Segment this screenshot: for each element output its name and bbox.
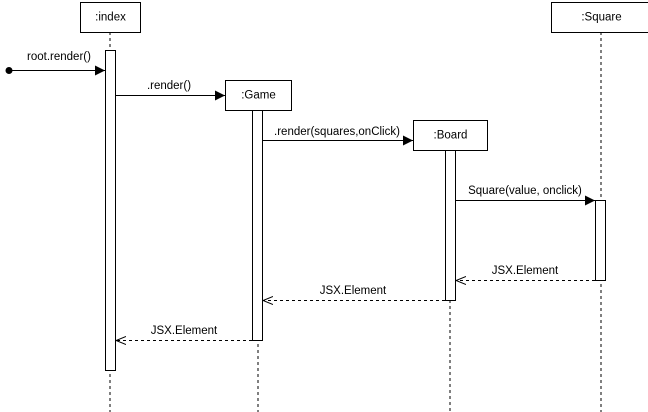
return-board-label: JSX.Element xyxy=(320,285,387,297)
participant-board: :Board xyxy=(413,120,488,151)
message-root-render: root.render() xyxy=(5,51,105,76)
participant-game-label: :Game xyxy=(241,90,276,102)
participant-board-box xyxy=(413,120,488,151)
index-activation-bar xyxy=(105,50,116,371)
render-board-label: .render(squares,onClick) xyxy=(274,126,400,138)
game-activation-bar xyxy=(252,110,263,341)
return-game-label: JSX.Element xyxy=(151,325,218,337)
participant-index: :index xyxy=(80,2,141,33)
square-call-label: Square(value, onclick) xyxy=(468,185,582,197)
return-square-label: JSX.Element xyxy=(492,265,559,277)
participant-board-label: :Board xyxy=(434,130,468,142)
participant-index-box xyxy=(80,2,141,33)
message-render-board: .render(squares,onClick) xyxy=(262,126,413,146)
participant-index-label: :index xyxy=(95,12,126,24)
message-square-call: Square(value, onclick) xyxy=(455,185,595,206)
participant-square: :Square xyxy=(551,2,648,33)
participant-game-box xyxy=(225,80,292,111)
message-return-game: JSX.Element xyxy=(116,325,252,341)
message-return-square: JSX.Element xyxy=(456,265,595,281)
participant-square-label: :Square xyxy=(581,12,621,24)
message-render-game: .render() xyxy=(115,80,225,101)
render-game-label: .render() xyxy=(147,80,191,92)
square-activation-bar xyxy=(595,200,606,281)
participant-game: :Game xyxy=(225,80,292,111)
participant-square-box xyxy=(551,2,648,33)
root-render-label: root.render() xyxy=(27,51,91,63)
board-activation-bar xyxy=(445,150,456,301)
message-return-board: JSX.Element xyxy=(263,285,445,301)
